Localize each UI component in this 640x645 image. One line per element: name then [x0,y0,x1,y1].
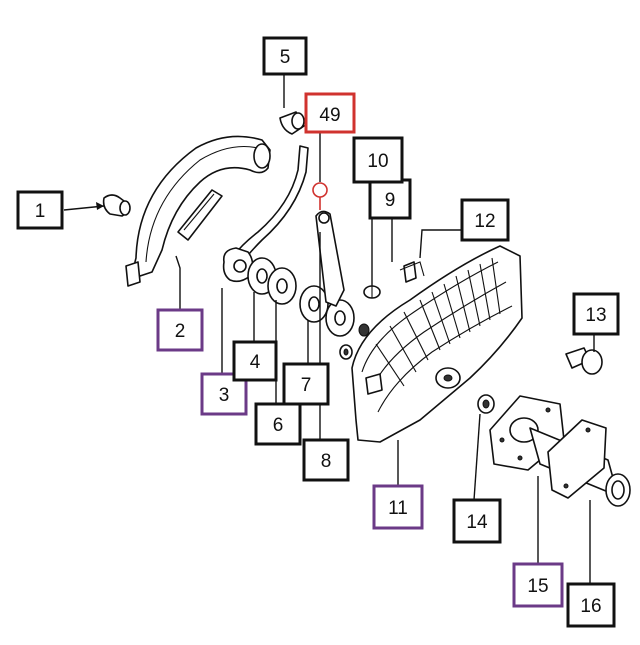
leader-12 [419,229,462,259]
callout-10: 10 [352,136,404,184]
callout-2: 2 [156,308,204,352]
callout-9: 9 [368,178,412,220]
part-knob [102,194,131,217]
callout-10-label: 10 [367,151,388,172]
callout-49: 49 [304,92,356,134]
parts-artwork [102,111,631,507]
callout-16-label: 16 [580,596,601,617]
part-main-housing [351,245,523,443]
callout-6-label: 6 [273,415,284,436]
callout-15: 15 [512,562,564,608]
part-curved-guard [125,135,271,287]
part-washer-b [267,267,297,305]
callout-49-label: 49 [319,105,340,126]
part-bolt-13 [565,347,603,375]
housing-ribs [375,257,501,387]
callout-5-label: 5 [280,47,291,68]
callout-16: 16 [566,582,616,628]
part-spring-hook [312,182,328,210]
part-bushing [279,111,305,135]
callout-8: 8 [302,438,350,482]
callout-3-label: 3 [219,385,230,406]
callout-6: 6 [254,402,302,446]
leader-14 [473,413,481,501]
callout-4-label: 4 [250,352,261,373]
callout-15-label: 15 [527,576,548,597]
callout-4: 4 [232,340,278,382]
callout-13: 13 [572,292,620,336]
callout-12-label: 12 [474,211,495,232]
part-clip [403,261,417,283]
part-spacer-a [299,285,329,323]
callout-8-label: 8 [321,451,332,472]
callout-12: 12 [460,198,510,242]
part-nut-a [358,323,370,337]
part-tube-16 [529,419,631,507]
callouts: 1 2 3 4 5 6 7 8 [16,36,620,628]
callout-7: 7 [282,362,330,406]
callout-11: 11 [372,484,424,530]
callout-14: 14 [452,498,502,544]
callout-1: 1 [16,190,64,230]
part-nut-b [339,344,353,360]
part-bolt-small [363,285,381,299]
callout-11-label: 11 [388,498,408,519]
callout-5: 5 [262,36,308,76]
part-spacer-b [325,299,355,337]
callout-2-label: 2 [175,321,186,342]
callout-7-label: 7 [301,375,312,396]
part-link-bar [315,210,345,307]
leader-2 [175,255,181,310]
callout-14-label: 14 [466,512,488,533]
callout-1-label: 1 [35,201,46,222]
callout-13-label: 13 [585,305,606,326]
callout-9-label: 9 [385,190,396,211]
arrowhead-1 [96,202,104,210]
part-lever-arm [222,145,309,283]
part-nut-14 [477,394,495,414]
